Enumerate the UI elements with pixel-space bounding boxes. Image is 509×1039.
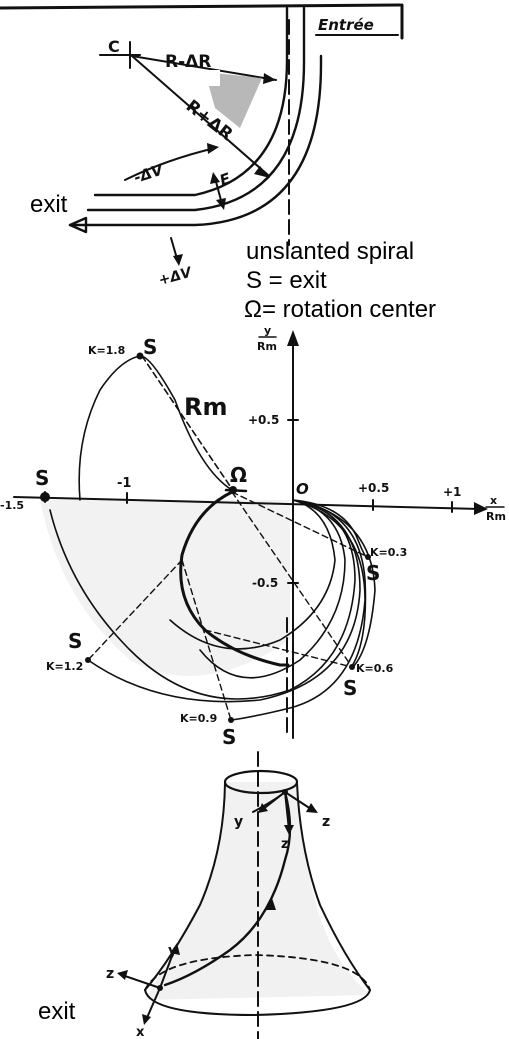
cone-shading xyxy=(145,782,370,1000)
gap-arrowhead-bottom xyxy=(216,198,226,210)
spiral-plot: -1.5 -1 +0.5 +1 +0.5 -0.5 y Rm x Rm O Ω … xyxy=(0,324,506,749)
y-axis-arrowhead xyxy=(287,330,299,346)
cone-right-side xyxy=(296,782,371,991)
bottom-frame-y-arrowhead xyxy=(170,943,180,955)
bottom-frame-y-axis xyxy=(159,947,176,989)
x-axis xyxy=(13,496,481,510)
radius-minus-line xyxy=(131,55,277,81)
left-exit-label: S xyxy=(35,466,49,490)
x-axis-label-bottom: Rm xyxy=(486,510,506,523)
legend-line-1: unslanted spiral xyxy=(246,238,414,265)
y-axis-label-top: y xyxy=(264,324,271,337)
mid-frame-z-arrowhead xyxy=(284,825,294,835)
dashed-to-k-0-6 xyxy=(231,491,353,668)
exit-locus-curve xyxy=(179,490,290,667)
curve-k-1-8-connector xyxy=(78,355,233,501)
cone-exit-label: exit xyxy=(38,998,76,1025)
curve-k-1-8-exit-label: S xyxy=(143,335,157,359)
bottom-frame-y-label: y xyxy=(168,943,177,959)
curve-k-0-9-exit-label: S xyxy=(222,725,236,749)
curve-k-0-9-exit-point xyxy=(228,717,234,723)
gap-arrowhead-top xyxy=(210,172,220,184)
bottom-frame-z-axis xyxy=(121,974,161,989)
exit-arrowhead xyxy=(68,216,88,234)
middle-arc xyxy=(86,6,306,212)
curve-k-1-2-exit-label: S xyxy=(68,629,82,653)
legend-line-2: S = exit xyxy=(246,267,327,294)
mid-frame-z-axis xyxy=(284,791,290,831)
legend: unslanted spiral S = exit Ω= rotation ce… xyxy=(244,238,436,323)
dashed-to-k-1-2 xyxy=(87,559,183,661)
radius-minus-arrowhead xyxy=(263,73,276,84)
left-exit-point xyxy=(40,492,50,502)
x-tick-label-plus-0-5: +0.5 xyxy=(358,481,389,495)
top-frame-z-arrowhead xyxy=(306,803,318,813)
curve-k-0-3 xyxy=(292,499,369,559)
curve-k-1-8-exit-point xyxy=(136,352,144,360)
x-tick-label-minus-1-5: -1.5 xyxy=(0,499,24,512)
delta-v-minus-arrowhead xyxy=(207,143,219,154)
center-label: C xyxy=(108,37,120,56)
curve-inner-3 xyxy=(169,499,336,650)
top-border-line xyxy=(0,3,402,10)
top-frame-y-axis xyxy=(261,791,286,811)
cone-left-side xyxy=(144,782,226,991)
cone-path-arrowhead xyxy=(266,898,276,910)
curve-k-0-6-exit-label: S xyxy=(343,676,357,700)
legend-line-3: Ω= rotation center xyxy=(244,296,436,323)
delta-v-plus-label: +ΔV xyxy=(157,264,195,288)
curve-k-0-9 xyxy=(231,499,366,721)
bottom-frame-z-label: z xyxy=(106,966,114,982)
top-frame-y-label: y xyxy=(234,814,243,830)
curve-k-1-8-label: K=1.8 xyxy=(88,344,125,357)
radius-plus-line xyxy=(131,55,269,176)
curve-k-0-9-label: K=0.9 xyxy=(180,712,217,725)
y-tick-label-minus-0-5: -0.5 xyxy=(252,576,278,590)
cone-base-back xyxy=(144,954,371,991)
top-frame-y-arrowhead xyxy=(258,803,268,813)
header-label: Entrée xyxy=(318,16,374,34)
bottom-frame-x-label: x xyxy=(136,1025,145,1039)
radius-minus-label: R-ΔR xyxy=(165,52,211,72)
curve-inner-1 xyxy=(199,499,346,679)
outer-arc xyxy=(68,54,323,227)
cone-base-front xyxy=(144,989,371,1016)
curve-k-1-2-label: K=1.2 xyxy=(46,660,83,673)
rm-radius-label: Rm xyxy=(184,393,228,421)
bottom-frame-x-arrowhead xyxy=(142,1014,151,1025)
top-frame-origin xyxy=(282,789,288,795)
dashed-to-k-0-3 xyxy=(231,491,369,558)
delta-v-plus-arrowhead xyxy=(173,254,183,266)
x-axis-arrowhead xyxy=(474,502,488,515)
dashed-to-k-0-9 xyxy=(181,559,232,721)
bottom-frame-z-arrowhead xyxy=(117,970,128,980)
x-axis-label-top: x xyxy=(490,494,497,507)
wedge-highlight xyxy=(205,70,220,86)
y-tick-label-plus-0-5: +0.5 xyxy=(248,413,279,427)
rotation-center-mark xyxy=(224,488,248,493)
dashed-locus-connector xyxy=(204,629,353,668)
delta-v-minus-arrow xyxy=(124,147,216,181)
top-frame-z-label: z xyxy=(322,814,330,830)
curve-inner-2 xyxy=(49,499,356,700)
x-tick-label-plus-1: +1 xyxy=(443,485,461,499)
curve-k-0-6-label: K=0.6 xyxy=(356,662,394,675)
x-tick-label-minus-1: -1 xyxy=(117,476,131,491)
origin-label: O xyxy=(296,480,309,498)
rotation-center-label: Ω xyxy=(230,463,247,487)
mid-frame-z-label: z xyxy=(281,837,289,852)
plot-shading xyxy=(40,500,290,676)
y-axis-label-bottom: Rm xyxy=(257,340,277,353)
rm-radius-line xyxy=(141,355,233,490)
curve-k-0-3-label: K=0.3 xyxy=(370,546,407,559)
bottom-frame-x-axis xyxy=(145,987,161,1021)
top-exit-label: exit xyxy=(30,191,68,218)
curve-k-1-2 xyxy=(87,499,361,703)
cone-diagram: z y z y z x exit xyxy=(38,751,371,1039)
inner-arc xyxy=(93,6,289,197)
radius-plus-arrowhead xyxy=(254,166,270,178)
curve-k-0-6-outer xyxy=(292,499,376,669)
